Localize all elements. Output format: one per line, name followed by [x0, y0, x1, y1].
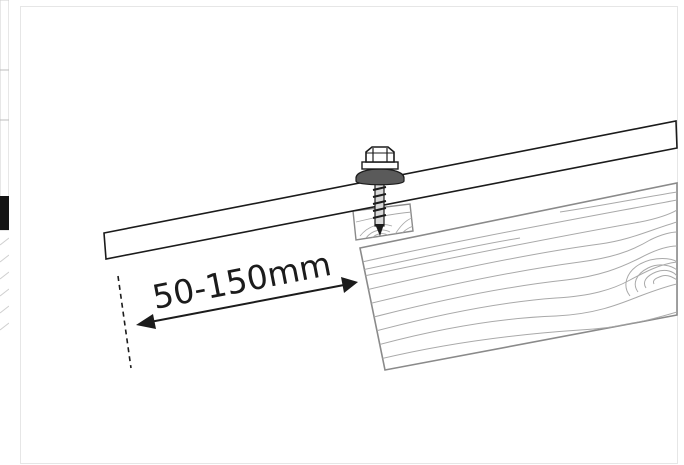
arrow-right-icon — [341, 277, 358, 293]
overhang-reference-line — [117, 275, 132, 369]
screw-icon — [355, 146, 405, 236]
dimension-arrow — [136, 277, 358, 329]
dimension-label: 50-150mm — [149, 244, 334, 317]
rafter — [359, 182, 678, 371]
arrow-left-icon — [136, 314, 156, 329]
adjacent-panel-edge — [0, 0, 9, 331]
roof-sheet — [103, 120, 678, 260]
